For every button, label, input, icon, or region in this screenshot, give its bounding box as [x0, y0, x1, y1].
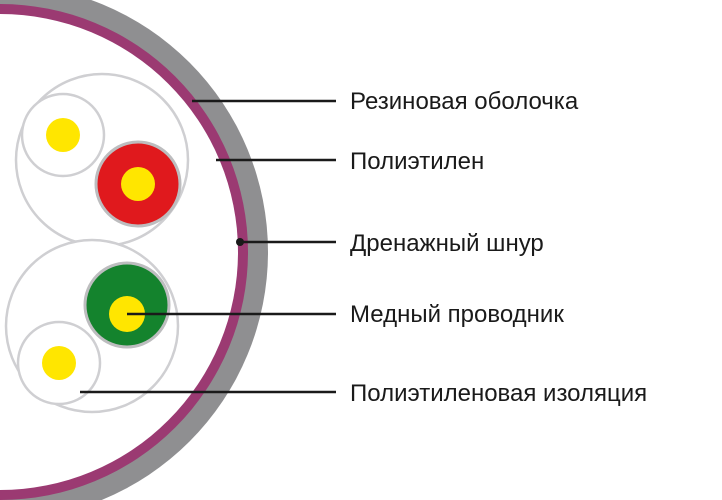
lower-white-copper [42, 346, 76, 380]
label-polyethylene-insulation: Полиэтиленовая изоляция [350, 380, 647, 407]
drain-wire-dot [236, 238, 244, 246]
label-rubber-jacket: Резиновая оболочка [350, 88, 579, 115]
label-drain-wire: Дренажный шнур [350, 230, 544, 257]
upper-white-copper [46, 118, 80, 152]
red-copper [121, 167, 155, 201]
label-polyethylene: Полиэтилен [350, 148, 484, 175]
label-copper-conductor: Медный проводник [350, 301, 564, 328]
